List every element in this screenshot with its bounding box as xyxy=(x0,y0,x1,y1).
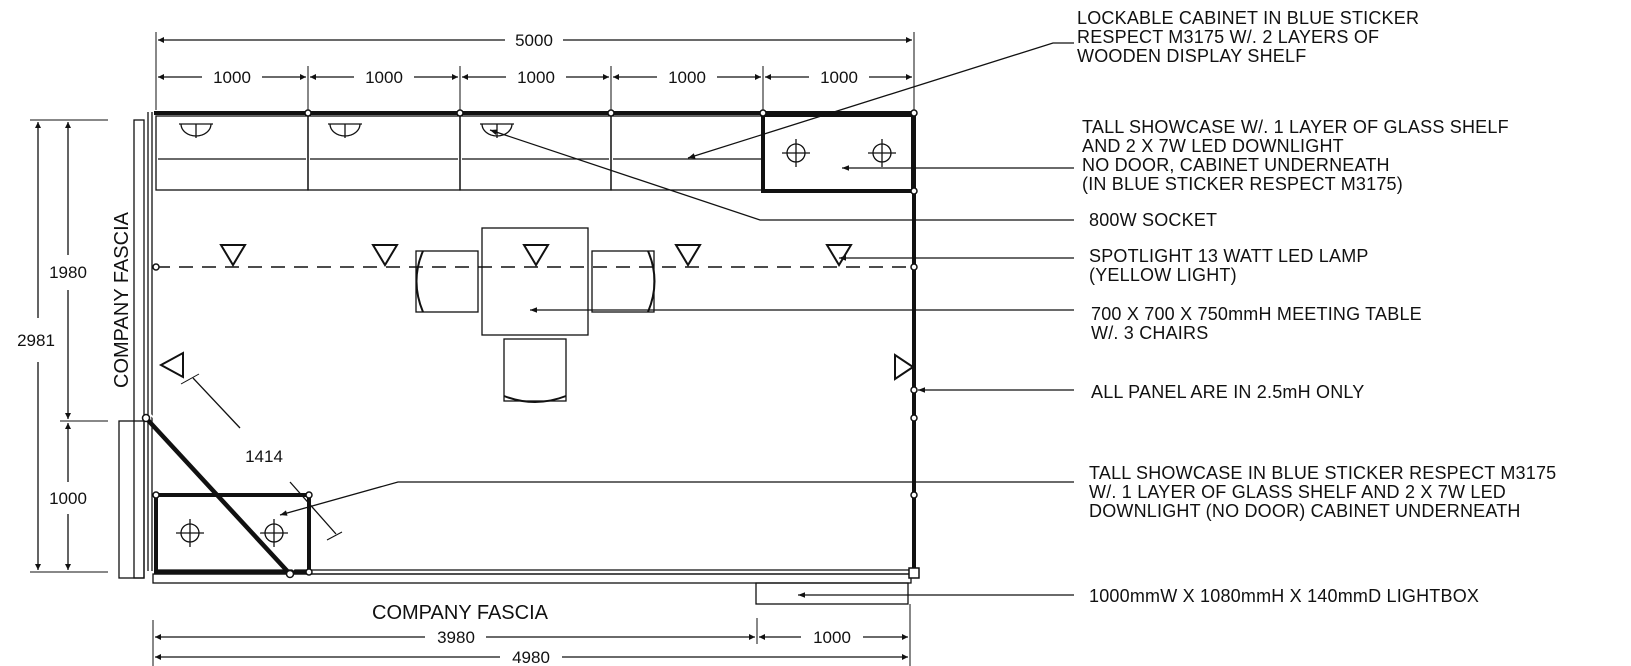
diagonal-panel: 1414 xyxy=(141,373,343,579)
note-tall-showcase-bottom: TALL SHOWCASE IN BLUE STICKER RESPECT M3… xyxy=(1089,463,1562,521)
chair xyxy=(503,338,567,403)
dim-top-seg-4: 1000 xyxy=(668,68,706,87)
downlight-icon xyxy=(868,139,896,167)
socket-icons xyxy=(179,123,514,138)
socket-icon xyxy=(328,123,362,138)
dim-left-total: 2981 xyxy=(17,331,55,350)
tall-showcase-bottom xyxy=(152,491,313,576)
spotlight-icon xyxy=(371,244,399,267)
dim-top-seg-1: 1000 xyxy=(213,68,251,87)
fascia-bottom-label: COMPANY FASCIA xyxy=(372,602,549,624)
note-panel-height: ALL PANEL ARE IN 2.5mH ONLY xyxy=(1091,382,1365,402)
chair xyxy=(415,250,479,313)
spotlight-icon xyxy=(674,244,702,267)
lightbox xyxy=(755,582,909,605)
meeting-table-set xyxy=(415,227,656,403)
spotlight-icon xyxy=(894,353,915,381)
note-spotlight: SPOTLIGHT 13 WATT LED LAMP (YELLOW LIGHT… xyxy=(1089,246,1373,285)
dim-top-seg-5: 1000 xyxy=(820,68,858,87)
lockable-cabinets xyxy=(155,115,764,191)
tall-showcase-top xyxy=(761,113,915,193)
note-lockable-cabinet: LOCKABLE CABINET IN BLUE STICKER RESPECT… xyxy=(1077,8,1424,66)
spotlight-icon xyxy=(219,244,247,267)
dim-diagonal: 1414 xyxy=(245,447,283,466)
socket-icon xyxy=(179,123,213,138)
dim-bottom-right: 1000 xyxy=(813,628,851,647)
spotlight-icon xyxy=(825,244,853,267)
spotlight-icon xyxy=(522,244,550,267)
dim-left-upper: 1980 xyxy=(49,263,87,282)
note-tall-showcase-top: TALL SHOWCASE W/. 1 LAYER OF GLASS SHELF… xyxy=(1082,117,1514,194)
bottom-dimensions: 3980 1000 4980 xyxy=(152,604,911,666)
meeting-table xyxy=(481,227,589,336)
booth-outline xyxy=(147,111,916,605)
dim-top-seg-3: 1000 xyxy=(517,68,555,87)
spotlight-track xyxy=(152,244,915,381)
downlight-icon xyxy=(260,519,288,547)
annotation-notes: LOCKABLE CABINET IN BLUE STICKER RESPECT… xyxy=(1077,8,1562,606)
dim-top-segments: 1000 1000 1000 1000 1000 xyxy=(158,68,912,87)
downlight-icon xyxy=(782,139,810,167)
note-meeting-table: 700 X 700 X 750mmH MEETING TABLE W/. 3 C… xyxy=(1091,304,1427,343)
company-fascia-left: COMPANY FASCIA xyxy=(111,119,145,579)
dim-bottom-total: 4980 xyxy=(512,648,550,666)
left-dimensions: 2981 1980 1000 xyxy=(17,119,108,573)
note-lightbox: 1000mmW X 1080mmH X 140mmD LIGHTBOX xyxy=(1089,586,1479,606)
downlight-icon xyxy=(176,519,204,547)
dim-top-seg-2: 1000 xyxy=(365,68,403,87)
panel-nodes xyxy=(304,109,920,579)
spotlight-icon xyxy=(158,351,184,379)
leader-lines xyxy=(279,42,1074,598)
fascia-left-label: COMPANY FASCIA xyxy=(111,211,133,388)
dim-top-total: 5000 xyxy=(515,31,553,50)
top-dimensions: 5000 1000 1000 1000 1000 1000 xyxy=(155,31,915,110)
dim-left-lower: 1000 xyxy=(49,489,87,508)
note-socket: 800W SOCKET xyxy=(1089,210,1217,230)
dim-bottom-left: 3980 xyxy=(437,628,475,647)
chair xyxy=(591,250,656,313)
